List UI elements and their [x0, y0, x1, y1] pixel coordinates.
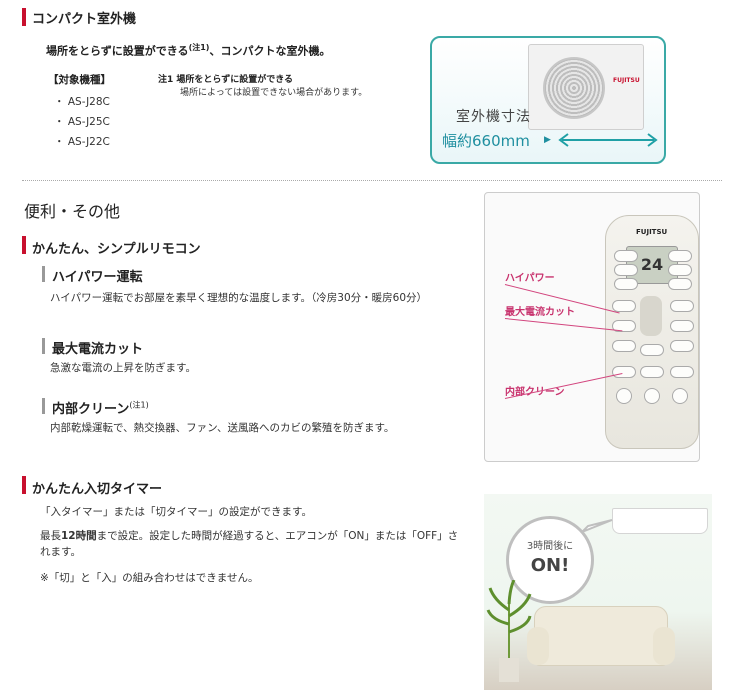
- remote-button: [668, 250, 692, 262]
- compact-lead-note: (注1): [188, 43, 210, 52]
- timer-line1: 「入タイマー」または「切タイマー」の設定ができます。: [40, 506, 312, 518]
- remote-button: [612, 300, 636, 312]
- brand-logo: FUJITSU: [613, 77, 640, 84]
- section-marker: [22, 8, 26, 26]
- timer-line2-b: まで設定。設定した時間が経過すると、エアコンが「ON」または「OFF」されます。: [40, 530, 459, 558]
- section-marker: [22, 236, 26, 254]
- remote-control-image: FUJITSU 24 ハイパワー 最大電流カット 内部クリーン: [484, 192, 700, 462]
- compact-lead-tail: 、コンパクトな室外機。: [209, 44, 331, 58]
- item-body-highpower: ハイパワー運転でお部屋を素早く理想的な温度します。（冷房30分・暖房60分）: [50, 292, 428, 304]
- remote-button: [616, 388, 632, 404]
- remote-button: [612, 340, 636, 352]
- model-name: AS-J25C: [67, 116, 110, 128]
- remote-button: [670, 300, 694, 312]
- model-name: AS-J28C: [67, 96, 110, 108]
- speech-bubble: 3時間後に ON!: [506, 516, 594, 604]
- sofa-arm: [527, 627, 549, 665]
- fan-icon: [543, 57, 605, 119]
- models-heading: 【対象機種】: [48, 74, 111, 86]
- model-name: AS-J22C: [67, 136, 110, 148]
- item-title-current-cut: 最大電流カット: [52, 342, 144, 357]
- remote-button: [614, 264, 638, 276]
- temperature-rocker: [640, 296, 662, 336]
- outdoor-unit-image: FUJITSU 室外機寸法 幅約660mm ▶: [430, 36, 666, 164]
- item-marker: [42, 398, 45, 414]
- callout-current-cut: 最大電流カット: [505, 307, 575, 318]
- remote-button: [670, 340, 694, 352]
- timer-line2-a: 最長: [40, 530, 61, 542]
- sofa-illustration: [527, 606, 675, 666]
- remote-control-illustration: FUJITSU 24: [605, 215, 699, 449]
- compact-lead: 場所をとらずに設置ができる(注1)、コンパクトな室外機。: [46, 40, 330, 60]
- models-list: ・ AS-J28C ・ AS-J25C ・ AS-J22C: [54, 94, 110, 154]
- remote-section-title: かんたん、シンプルリモコン: [32, 242, 201, 257]
- timer-section-title: かんたん入切タイマー: [32, 482, 163, 497]
- item-title-note: (注1): [129, 400, 149, 410]
- item-title-text: 内部クリーン: [52, 402, 130, 417]
- item-body-internal-clean: 内部乾燥運転で、熱交換器、ファン、送風路へのカビの繁殖を防ぎます。: [50, 422, 395, 434]
- item-title-internal-clean: 内部クリーン(注1): [52, 398, 149, 417]
- remote-button: [640, 344, 664, 356]
- outdoor-unit-illustration: FUJITSU: [528, 44, 644, 130]
- timer-line3: ※「切」と「入」の組み合わせはできません。: [40, 572, 259, 584]
- width-arrow-icon: [558, 133, 658, 147]
- timer-line2: 最長12時間まで設定。設定した時間が経過すると、エアコンが「ON」または「OFF…: [40, 528, 460, 560]
- remote-button: [614, 278, 638, 290]
- dimension-caption: 室外機寸法: [456, 109, 531, 125]
- divider: [22, 180, 722, 181]
- item-marker: [42, 338, 45, 354]
- item-body-current-cut: 急激な電流の上昇を防ぎます。: [50, 362, 196, 374]
- remote-button: [668, 278, 692, 290]
- remote-brand: FUJITSU: [636, 228, 668, 236]
- section-marker: [22, 476, 26, 494]
- item-marker: [42, 266, 45, 282]
- plant-icon: [486, 580, 532, 682]
- item-title-highpower: ハイパワー運転: [52, 270, 143, 285]
- remote-button: [612, 366, 636, 378]
- remote-button: [614, 250, 638, 262]
- bubble-tail-icon: [582, 519, 613, 533]
- remote-button: [672, 388, 688, 404]
- note-body: 場所によっては設置できない場合があります。: [180, 88, 368, 98]
- bubble-main-text: ON!: [530, 555, 570, 576]
- note-heading: 注1 場所をとらずに設置ができる: [158, 75, 294, 85]
- width-label: 幅約660mm: [442, 132, 530, 150]
- list-item: ・ AS-J22C: [54, 136, 110, 148]
- section-title-compact: コンパクト室外機: [32, 12, 137, 27]
- list-item: ・ AS-J28C: [54, 96, 110, 108]
- callout-highpower: ハイパワー: [505, 273, 555, 284]
- remote-button: [670, 366, 694, 378]
- section-title-convenience: 便利・その他: [24, 202, 121, 221]
- timer-max-hours: 12時間: [61, 530, 97, 542]
- bubble-top-text: 3時間後に: [526, 541, 574, 552]
- remote-button: [644, 388, 660, 404]
- remote-button: [640, 366, 664, 378]
- arrow-right-icon: ▶: [544, 135, 551, 145]
- list-item: ・ AS-J25C: [54, 116, 110, 128]
- indoor-unit-illustration: [612, 508, 708, 534]
- compact-lead-text: 場所をとらずに設置ができる: [46, 44, 189, 58]
- timer-illustration: 3時間後に ON!: [484, 494, 712, 690]
- remote-button: [668, 264, 692, 276]
- sofa-arm: [653, 627, 675, 665]
- remote-button: [670, 320, 694, 332]
